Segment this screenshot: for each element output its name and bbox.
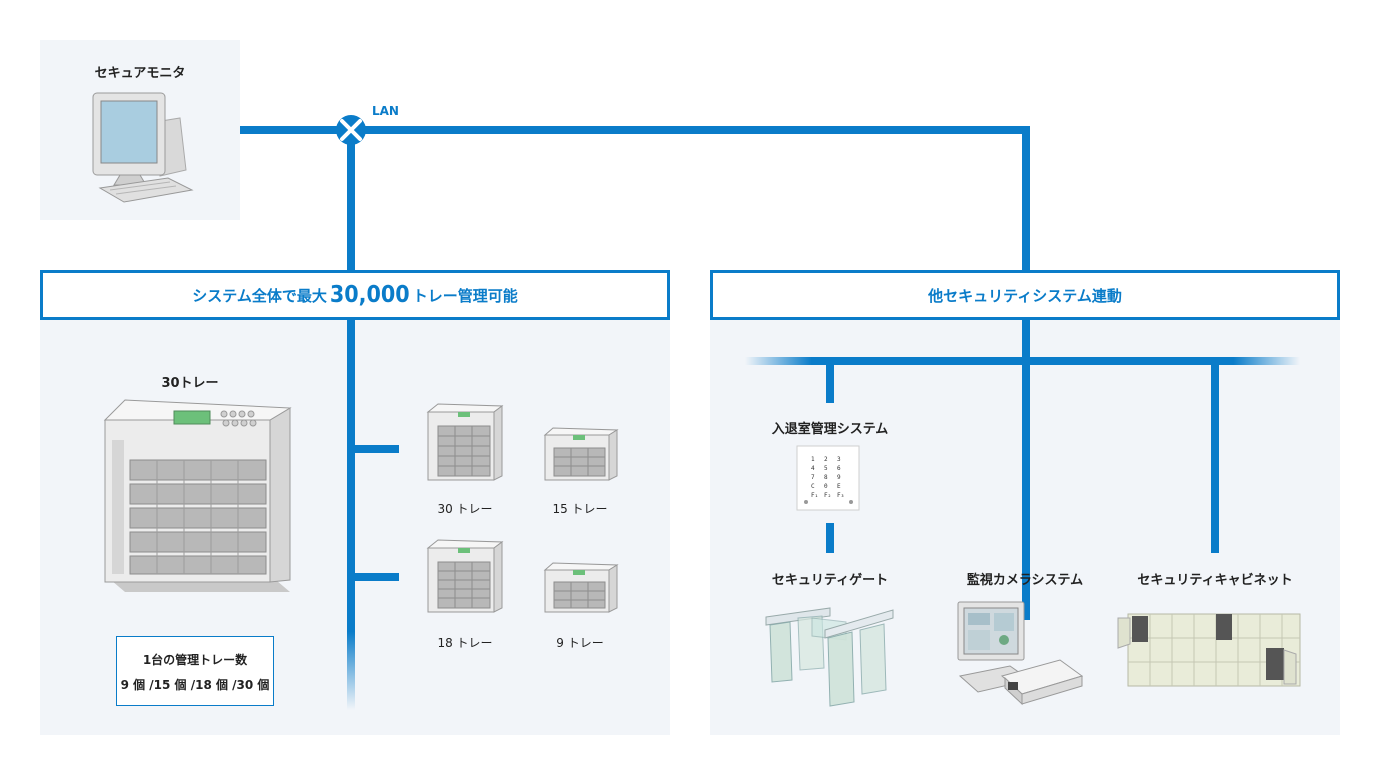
monitor-icon — [92, 92, 194, 203]
security-gate-label: セキュリティゲート — [771, 573, 889, 588]
unit-label-15: 15 トレー — [552, 502, 608, 516]
keypad-key: F₁ — [811, 492, 819, 499]
keypad-grid: 1 2 3 4 5 6 7 8 9 C 0 E F₁ F₂ F₃ — [811, 456, 851, 499]
unit-label-18: 18 トレー — [437, 636, 493, 650]
unit-label-9: 9 トレー — [556, 636, 604, 650]
access-control-label: 入退室管理システム — [771, 422, 889, 437]
keypad-reader-icon — [796, 445, 860, 511]
left-banner-suffix: トレー管理可能 — [412, 286, 518, 305]
tray-count-note: 1台の管理トレー数 9 個 /15 個 /18 個 /30 個 — [116, 636, 274, 706]
keypad-key: F₃ — [837, 492, 845, 499]
keypad-key: E — [837, 483, 841, 490]
keypad-key: 9 — [837, 474, 841, 481]
keypad-key: 4 — [811, 465, 815, 472]
keypad-key: 1 — [811, 456, 815, 463]
security-cabinet-label: セキュリティキャビネット — [1137, 573, 1293, 588]
keypad-key: 7 — [811, 474, 815, 481]
camera-system-icon — [957, 601, 1084, 706]
left-trunk-lines — [347, 318, 399, 710]
right-banner: 他セキュリティシステム連動 — [710, 270, 1340, 320]
security-gate-icon — [765, 607, 894, 707]
unit-label-30: 30 トレー — [437, 502, 493, 516]
tray-unit-15-icon — [543, 427, 619, 481]
large-tray-unit-icon — [103, 399, 292, 592]
keypad-key: C — [811, 483, 815, 490]
keypad-key: F₂ — [824, 492, 832, 499]
monitor-label: セキュアモニタ — [94, 66, 186, 81]
tray-unit-9-icon — [543, 562, 619, 613]
keypad-key: 3 — [837, 456, 841, 463]
lan-label: LAN — [372, 104, 399, 118]
tray-unit-30-icon — [426, 403, 504, 481]
left-banner-prefix: システム全体で最大 — [192, 286, 327, 305]
left-banner: システム全体で最大 30,000 トレー管理可能 — [40, 270, 670, 320]
large-unit-label: 30トレー — [161, 376, 219, 391]
camera-system-label: 監視カメラシステム — [966, 573, 1084, 588]
keypad-key: 2 — [824, 456, 828, 463]
lan-lines — [240, 126, 1030, 272]
left-banner-number: 30,000 — [329, 282, 410, 308]
note-title: 1台の管理トレー数 — [142, 653, 248, 667]
lan-hub-icon — [336, 115, 366, 145]
keypad-key: 8 — [824, 474, 828, 481]
right-trunk-lines — [745, 318, 1300, 620]
keypad-key: 0 — [824, 483, 828, 490]
security-cabinet-icon — [1117, 613, 1301, 687]
keypad-key: 5 — [824, 465, 828, 472]
tray-unit-18-icon — [426, 539, 504, 613]
keypad-key: 6 — [837, 465, 841, 472]
note-values: 9 個 /15 個 /18 個 /30 個 — [120, 678, 270, 692]
